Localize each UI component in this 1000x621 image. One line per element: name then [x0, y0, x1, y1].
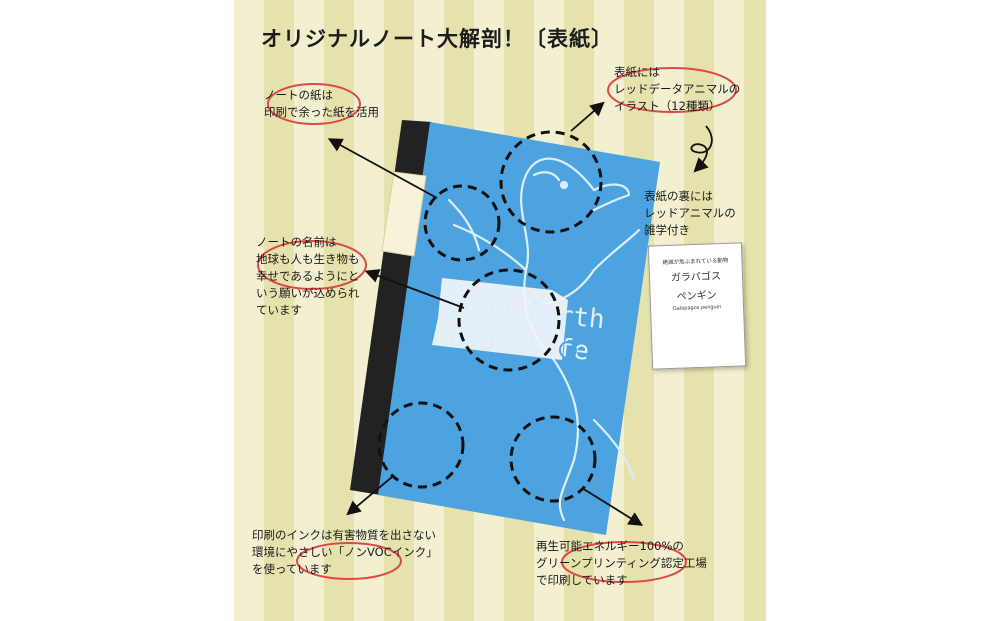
highlight-circles [257, 67, 737, 583]
infographic-panel: オリジナルノート大解剖！〔表紙〕 Good Earth Good Life [234, 0, 766, 621]
label-paper: ノートの紙は印刷で余った紙を活用 [264, 88, 379, 119]
callout-arrows [327, 101, 713, 526]
arrow-name [364, 269, 465, 309]
arrow-paper [327, 138, 438, 199]
highlight-illust [607, 67, 737, 113]
callout-circles [377, 130, 603, 503]
arrow-ink [346, 476, 393, 516]
notebook-illustration: Good Earth Good Life [257, 67, 737, 583]
page-title: オリジナルノート大解剖！〔表紙〕 [261, 27, 613, 51]
callout-circle-paper [423, 184, 501, 262]
booklet-line1: 絶滅が危ぶまれている動物 [662, 257, 729, 267]
back-cover-booklet: 絶滅が危ぶまれている動物 ガラパゴス ペンギン Galapagos pengui… [647, 242, 747, 370]
arrow-illust [570, 101, 605, 132]
label-energy: 再生可能エネルギー100%のグリーンプリンティング認定工場で印刷しています [536, 539, 707, 587]
booklet-line4: Galapagos penguin [672, 304, 722, 312]
label-back: 表紙の裏にはレッドアニマルの雑学付き [644, 189, 736, 237]
cover-title-label [432, 278, 568, 360]
highlight-ink [296, 542, 402, 580]
globe-icon [559, 341, 577, 359]
arrow-energy [581, 487, 644, 526]
cover-band [381, 171, 427, 257]
highlight-paper [267, 83, 361, 125]
booklet-line3: ペンギン [676, 290, 717, 303]
arrow-back-squiggle [690, 125, 713, 173]
callout-circle-name [457, 268, 561, 372]
label-illust: 表紙にはレッドデータアニマルのイラスト（12種類） [614, 65, 741, 113]
callout-circle-illust [499, 130, 603, 234]
label-ink: 印刷のインクは有害物質を出さない環境にやさしい「ノンVOCインク」を使っています [252, 528, 438, 576]
booklet-line2: ガラパゴス [670, 271, 722, 284]
highlight-energy [561, 541, 687, 583]
callout-circle-ink [377, 401, 465, 489]
highlight-name [257, 240, 367, 290]
callout-circle-energy [509, 415, 597, 503]
label-name: ノートの名前は地球も人も生き物も幸せであるようにという願いが込められています [256, 235, 360, 317]
